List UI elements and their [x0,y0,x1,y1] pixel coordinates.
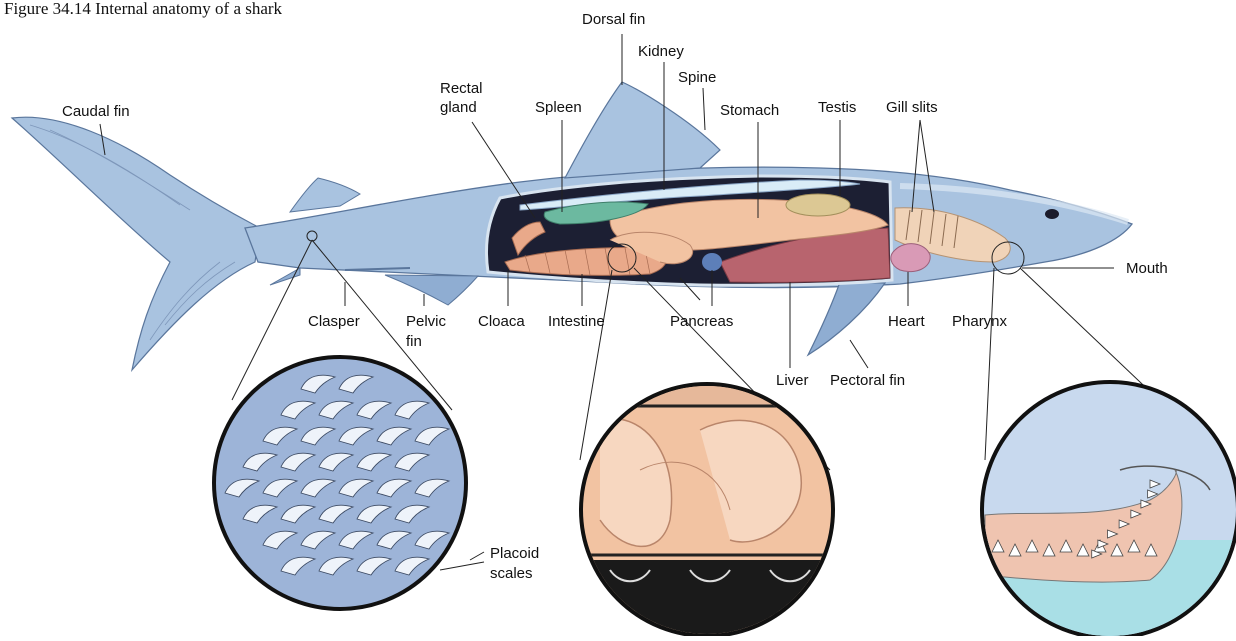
pectoral-fin-lead [850,340,868,368]
testis [786,194,850,216]
mouth-lead-left [985,268,994,460]
caudal-fin [12,117,260,370]
pectoral-fin-shape [808,282,885,355]
label-clasper: Clasper [308,313,360,330]
label-testis: Testis [818,99,856,116]
label-heart: Heart [888,313,926,330]
label-dorsal-fin: Dorsal fin [582,11,645,28]
body-cavity [487,176,893,285]
label-cloaca: Cloaca [478,313,525,330]
mouth-callout [980,242,1236,636]
eye [1045,209,1059,219]
label-pelvic-fin-line2: fin [406,333,422,350]
label-rectal-gland-line1: Rectal [440,80,483,97]
spine-lead [703,88,705,130]
clasper-shape [270,268,300,285]
figure-caption: Figure 34.14 Internal anatomy of a shark [4,0,283,18]
scales-label-lead-2 [440,562,484,570]
intestine-callout [580,244,840,636]
label-spleen: Spleen [535,99,582,116]
label-mouth: Mouth [1126,260,1168,277]
label-placoid-scales-line1: Placoid [490,545,539,562]
dorsal-fin-shape [565,82,720,178]
label-spine: Spine [678,69,716,86]
pancreas [702,253,722,271]
label-pelvic-fin-line1: Pelvic [406,313,447,330]
label-intestine: Intestine [548,313,605,330]
second-dorsal-fin [290,178,360,212]
label-kidney: Kidney [638,43,684,60]
label-gill-slits: Gill slits [886,99,938,116]
label-placoid-scales-line2: scales [490,565,533,582]
heart [891,244,930,272]
label-stomach: Stomach [720,102,779,119]
pelvic-fin-shape [385,275,478,305]
label-rectal-gland-line2: gland [440,99,477,116]
label-liver: Liver [776,372,809,389]
label-pancreas: Pancreas [670,313,733,330]
label-pharynx: Pharynx [952,313,1008,330]
label-caudal-fin: Caudal fin [62,103,130,120]
label-pectoral-fin: Pectoral fin [830,372,905,389]
scales-label-lead-1 [470,552,484,560]
